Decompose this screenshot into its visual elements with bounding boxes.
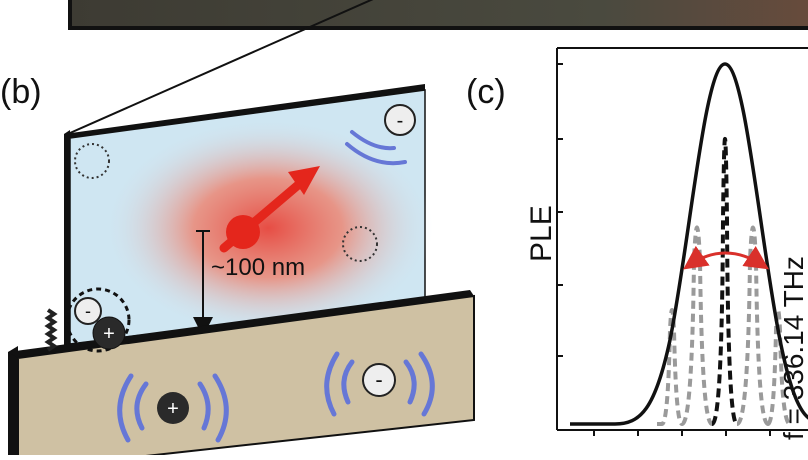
vacancy-circle-icon [342, 226, 378, 262]
svg-text:+: + [103, 323, 115, 345]
panel-b-label: (b) [0, 73, 42, 111]
svg-text:-: - [375, 367, 382, 392]
distance-label: ~100 nm [211, 254, 305, 281]
minus-charge-icon: - [362, 363, 396, 397]
y-axis-label: PLE [525, 205, 558, 262]
top-cropped-panel [68, 0, 808, 134]
plus-charge-icon: + [92, 316, 126, 350]
panel-b: (b) - ~100 nm [0, 73, 475, 460]
narrow-peaks [657, 225, 792, 426]
spin-glow [103, 118, 433, 338]
gaussian-envelope [570, 62, 808, 426]
distance-marker [193, 230, 213, 337]
vacancy-circle-icon [74, 143, 110, 179]
wave-arc-icon [324, 351, 435, 417]
plus-charge-icon: + [157, 392, 189, 424]
panel-c-label: (c) [466, 73, 506, 111]
frequency-annotation: f = 336.14 THz [778, 256, 808, 440]
minus-charge-icon: - [74, 297, 102, 325]
minus-charge-icon: - [384, 104, 416, 136]
svg-text:+: + [167, 398, 179, 420]
interface-charge-pair: - + [44, 287, 131, 353]
wave-arc-icon [345, 130, 407, 166]
double-arrow-icon [683, 245, 769, 270]
bottom-slab [8, 290, 475, 460]
spin-arrow-icon [219, 166, 320, 253]
wave-arc-icon [117, 373, 229, 443]
plot-frame [556, 47, 808, 436]
central-dashed-peak [710, 137, 739, 426]
svg-text:-: - [397, 110, 404, 132]
svg-text:-: - [85, 301, 91, 321]
zoom-line [69, 0, 374, 134]
panel-c: (c) PLE [466, 47, 808, 440]
